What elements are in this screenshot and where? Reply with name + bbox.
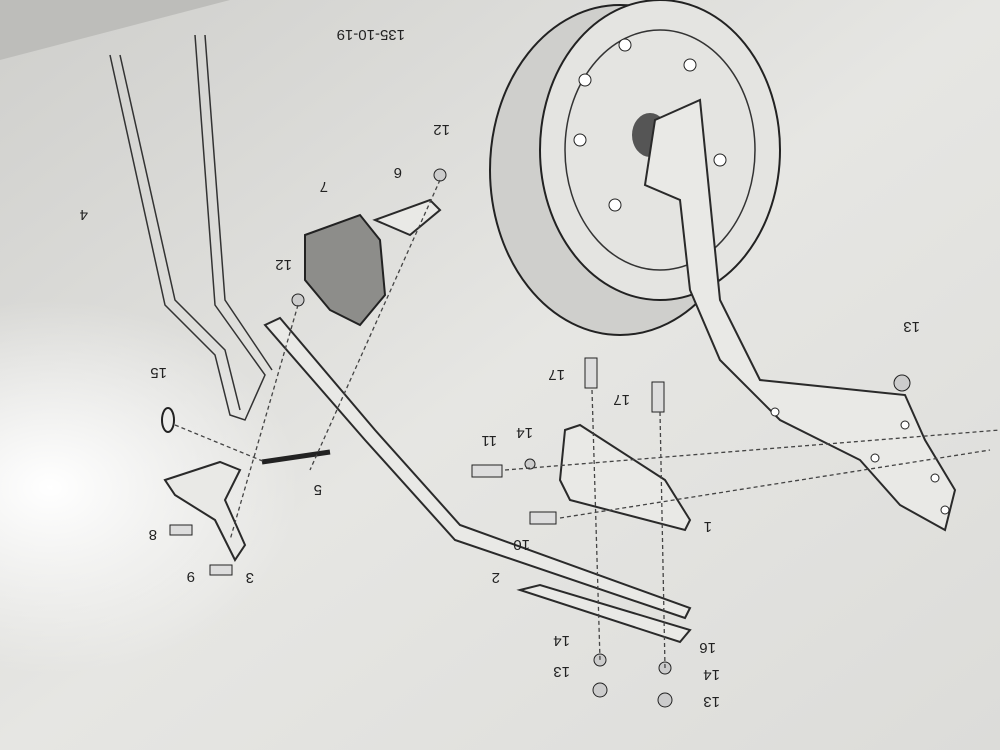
callout-17: 17 [613, 391, 630, 408]
part-13-nut [592, 682, 608, 698]
hole [870, 453, 880, 463]
part-5-pin [261, 449, 331, 465]
part-6-plate [372, 198, 442, 237]
callout-5: 5 [314, 481, 322, 498]
callout-3: 3 [246, 569, 254, 586]
part-13-nut [893, 374, 911, 392]
hole [770, 407, 780, 417]
hole [900, 420, 910, 430]
part-4-strap [109, 34, 273, 421]
callout-13: 13 [553, 663, 570, 680]
callout-16: 16 [699, 639, 716, 656]
callout-14: 14 [703, 666, 720, 683]
assembly-lines [174, 179, 1000, 669]
part-1-bracket [558, 423, 692, 532]
callout-2: 2 [492, 569, 500, 586]
callouts: 135-10-19 4 12 6 7 12 15 11 14 17 17 13 … [80, 26, 920, 710]
part-17-bolt [584, 357, 598, 389]
callout-14: 14 [516, 424, 533, 441]
callout-13: 13 [703, 693, 720, 710]
part-16-plate [516, 583, 692, 644]
callout-8: 8 [149, 526, 157, 543]
part-14-washer [593, 653, 607, 667]
part-14-washer [524, 458, 536, 470]
drawing-number: 135-10-19 [337, 26, 405, 43]
callout-1: 1 [704, 518, 712, 535]
callout-12: 12 [433, 121, 450, 138]
part-12-nut [433, 168, 447, 182]
callout-15: 15 [150, 364, 167, 381]
part-15-clip [161, 407, 175, 433]
callout-13: 13 [903, 318, 920, 335]
hole [930, 473, 940, 483]
callout-12: 12 [275, 256, 292, 273]
part-9-bolt [209, 564, 233, 576]
part-8-bolt [169, 524, 193, 536]
part-12-nut [291, 293, 305, 307]
hole [940, 505, 950, 515]
callout-17: 17 [548, 366, 565, 383]
part-14-washer [658, 661, 672, 675]
callout-7: 7 [320, 178, 328, 195]
callout-11: 11 [481, 432, 497, 449]
part-11-bolt [471, 464, 503, 478]
part-3-bracket [163, 460, 247, 562]
wheel-arm [643, 98, 957, 532]
callout-10: 10 [513, 536, 530, 553]
callout-14: 14 [553, 632, 570, 649]
callout-4: 4 [80, 206, 88, 223]
callout-9: 9 [187, 568, 195, 585]
part-17-bolt [651, 381, 665, 413]
part-7-scraper [304, 213, 387, 327]
part-13-nut [657, 692, 673, 708]
part-2-bar [263, 316, 692, 620]
callout-6: 6 [394, 164, 402, 181]
part-10-bolt [529, 511, 557, 525]
